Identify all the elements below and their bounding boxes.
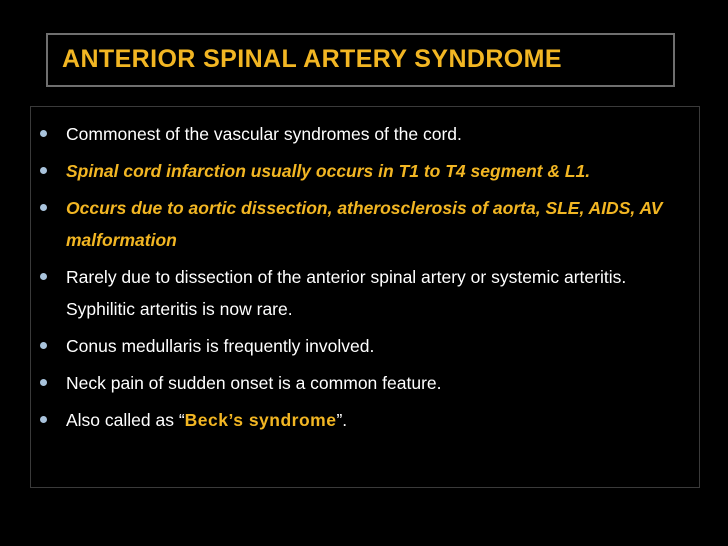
syndrome-name-highlight: Beck’s syndrome — [184, 410, 337, 430]
bullet-dot-icon — [40, 416, 47, 423]
bullet-item: Neck pain of sudden onset is a common fe… — [36, 367, 696, 399]
bullet-list: Commonest of the vascular syndromes of t… — [36, 118, 696, 441]
bullet-item: Spinal cord infarction usually occurs in… — [36, 155, 696, 187]
bullet-dot-icon — [40, 342, 47, 349]
bullet-text-prefix: Also called as “ — [66, 410, 185, 430]
bullet-dot-icon — [40, 204, 47, 211]
bullet-item: Also called as “Beck’s syndrome”. — [36, 404, 696, 436]
slide-title: ANTERIOR SPINAL ARTERY SYNDROME — [62, 45, 562, 73]
bullet-dot-icon — [40, 167, 47, 174]
bullet-text: Commonest of the vascular syndromes of t… — [66, 124, 462, 144]
bullet-text: Neck pain of sudden onset is a common fe… — [66, 373, 442, 393]
bullet-text-suffix: ”. — [336, 410, 348, 430]
title-box: ANTERIOR SPINAL ARTERY SYNDROME — [46, 33, 675, 87]
content-frame — [30, 106, 700, 488]
bullet-item: Commonest of the vascular syndromes of t… — [36, 118, 696, 150]
bullet-text: Conus medullaris is frequently involved. — [66, 336, 375, 356]
bullet-dot-icon — [40, 130, 47, 137]
bullet-item: Conus medullaris is frequently involved. — [36, 330, 696, 362]
bullet-dot-icon — [40, 273, 47, 280]
bullet-text: Spinal cord infarction usually occurs in… — [66, 161, 591, 181]
bullet-text: Rarely due to dissection of the anterior… — [66, 267, 627, 319]
bullet-item: Rarely due to dissection of the anterior… — [36, 261, 696, 325]
bullet-dot-icon — [40, 379, 47, 386]
bullet-text: Occurs due to aortic dissection, atheros… — [66, 198, 663, 250]
bullet-item: Occurs due to aortic dissection, atheros… — [36, 192, 696, 256]
